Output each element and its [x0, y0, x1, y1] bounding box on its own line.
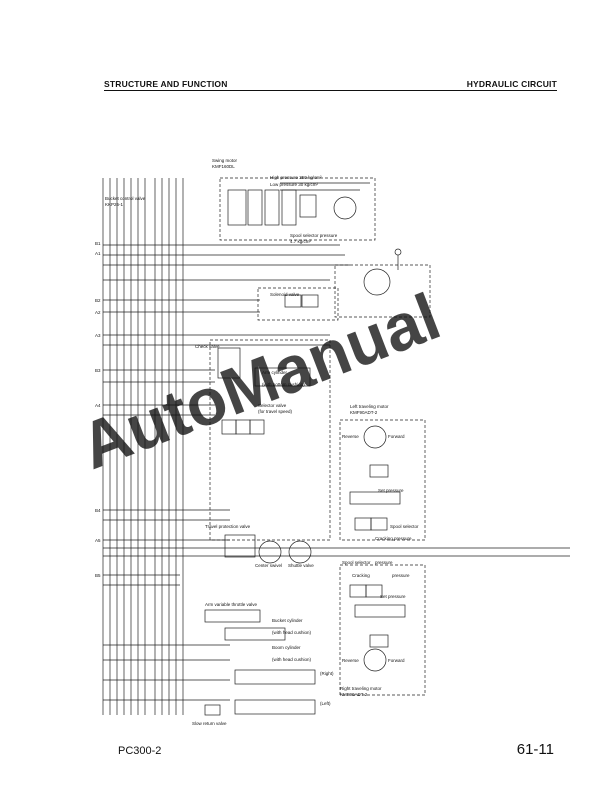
set-pressure-label-left: Set pressure: [378, 488, 404, 493]
right-travel-motor-model: KMF90ADT-2: [340, 692, 368, 697]
port-label: B5: [95, 573, 101, 578]
reverse-label-right: Reverse: [342, 658, 359, 663]
travel-protection-valve-label: Travel protection valve: [205, 524, 251, 529]
bucket-control-valve-label: Bucket control valve: [105, 196, 146, 201]
left-travel-motor-label: Left traveling motor: [350, 404, 389, 409]
arm-cylinder-label: Arm cylinder: [262, 370, 288, 375]
header-rule: [104, 90, 557, 91]
reverse-label-left: Reverse: [342, 434, 359, 439]
spool-selector-pressure-label: Spool selector pressure: [290, 233, 338, 238]
port-label: A5: [95, 538, 101, 543]
port-label: B3: [95, 368, 101, 373]
selector-valve-label: Selector valve: [258, 403, 287, 408]
boom-cylinder-label: Boom cylinder: [272, 645, 301, 650]
cracking-pressure-label: Cracking pressure: [375, 536, 412, 541]
port-label: A4: [95, 403, 101, 408]
watermark-text: AutoManual: [70, 279, 449, 483]
swing-motor-model: KMF160DL: [212, 164, 235, 169]
selector-valve-spec: (for travel speed): [258, 409, 293, 414]
shuttle-valve-label: Shuttle valve: [288, 563, 314, 568]
center-swivel-label: Center swivel: [255, 563, 282, 568]
port-label: A2: [95, 310, 101, 315]
pressure-label-right: pressure: [375, 560, 393, 565]
bucket-cylinder-spec: (with head cushion): [272, 630, 312, 635]
solenoid-valve-label: Solenoid valve: [270, 292, 300, 297]
check-valve-label: Check valve: [195, 344, 220, 349]
left-travel-motor-model: KMF90ADT-2: [350, 410, 378, 415]
section-title: STRUCTURE AND FUNCTION: [104, 79, 228, 89]
forward-label-right: Forward: [388, 658, 405, 663]
forward-label-left: Forward: [388, 434, 405, 439]
port-label: A1: [95, 251, 101, 256]
cracking-label-right: Cracking: [352, 573, 370, 578]
slow-return-valve-label: Slow return valve: [192, 721, 227, 726]
arm-cylinder-spec: (with bottom cushion): [262, 382, 305, 387]
boom-cylinder-spec: (with head cushion): [272, 657, 312, 662]
pressure-label-right-2: pressure: [392, 573, 410, 578]
spool-selector-pressure-value: 4.7 kg/cm²: [290, 239, 312, 244]
port-label: B1: [95, 241, 101, 246]
arm-throttle-valve-label: Arm variable throttle valve: [205, 602, 258, 607]
port-label: B2: [95, 298, 101, 303]
footer-model: PC300-2: [118, 745, 162, 757]
bucket-control-valve-model: KKP26-1: [105, 202, 124, 207]
high-pressure-label: High pressure 350 kg/cm²: [270, 175, 322, 180]
right-travel-motor-label: Right traveling motor: [340, 686, 382, 691]
boom-left-label: (Left): [320, 701, 331, 706]
port-label: B4: [95, 508, 101, 513]
spool-selector-label-left: Spool selector: [390, 524, 419, 529]
port-label: A3: [95, 333, 101, 338]
chapter-title: HYDRAULIC CIRCUIT: [466, 79, 557, 89]
set-pressure-label-right: Set pressure: [380, 594, 406, 599]
low-pressure-label: Low pressure 30 kg/cm²: [270, 182, 319, 187]
swing-motor-label: Swing motor: [212, 158, 238, 163]
page-number: 61-11: [516, 741, 554, 758]
boom-right-label: (Right): [320, 671, 334, 676]
spool-selector-label-right: Spool selector: [342, 560, 371, 565]
bucket-cylinder-label: Bucket cylinder: [272, 618, 303, 623]
